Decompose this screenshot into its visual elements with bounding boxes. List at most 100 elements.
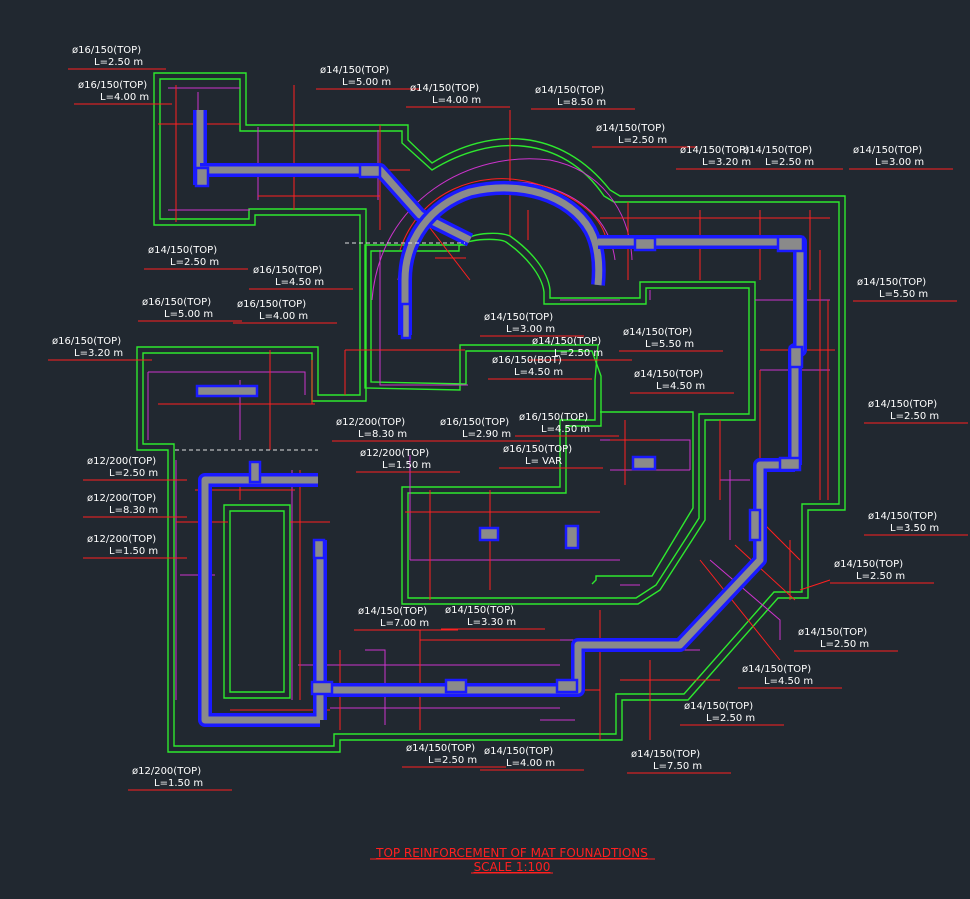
rebar-label-length: L=2.90 m [462,429,511,440]
rebar-label-bar: ø14/150(TOP) [857,277,926,288]
rebar-lines [158,85,835,740]
rebar-label-bar: ø12/200(TOP) [87,456,156,467]
rebar-label-length: L=8.50 m [557,97,606,108]
rebar-label-bar: ø12/200(TOP) [336,417,405,428]
rebar-label-length: L=8.30 m [358,429,407,440]
rebar-label-bar: ø12/200(TOP) [132,766,201,777]
rebar-label-length: L=5.00 m [164,309,213,320]
rebar-label-bar: ø14/150(TOP) [634,369,703,380]
column-stubs [194,163,805,696]
rebar-label-bar: ø16/150(TOP) [142,297,211,308]
drawing-scale: SCALE 1:100 [474,860,551,874]
rebar-label-bar: ø14/150(TOP) [532,336,601,347]
rebar-label-bar: ø14/150(TOP) [798,627,867,638]
rebar-label: ø16/150(TOP)L= VAR [499,444,603,469]
rebar-label: ø14/150(TOP)L=2.50 m [830,559,934,584]
rebar-label: ø14/150(TOP)L=7.00 m [354,606,458,631]
rebar-label-bar: ø16/150(TOP) [52,336,121,347]
rebar-label: ø16/150(TOP)L=4.50 m [249,265,353,290]
slab-outline-north [136,72,846,753]
rebar-label-bar: ø14/150(TOP) [596,123,665,134]
rebar-label: ø14/150(TOP)L=2.50 m [680,701,784,726]
rebar-label: ø14/150(TOP)L=3.50 m [864,511,968,536]
rebar-label: ø14/150(TOP)L=4.50 m [738,664,842,689]
rebar-label: ø12/200(TOP)L=1.50 m [128,766,232,791]
rebar-label-length: L=4.00 m [432,95,481,106]
rebar-label-length: L=2.50 m [94,57,143,68]
rebar-label-length: L=2.50 m [890,411,939,422]
rebar-label-bar: ø14/150(TOP) [445,605,514,616]
rebar-label-bar: ø14/150(TOP) [148,245,217,256]
rebar-label-bar: ø14/150(TOP) [742,664,811,675]
rebar-label-length: L=1.50 m [154,778,203,789]
rebar-label-bar: ø12/200(TOP) [360,448,429,459]
rebar-label: ø16/150(TOP)L=3.20 m [48,336,152,361]
rebar-label: ø16/150(TOP)L=5.00 m [138,297,242,322]
rebar-label-bar: ø14/150(TOP) [743,145,812,156]
rebar-label-bar: ø14/150(TOP) [410,83,479,94]
rebar-label-length: L=4.50 m [541,424,590,435]
rebar-label-bar: ø12/200(TOP) [87,534,156,545]
rebar-label: ø14/150(TOP)L=2.50 m [592,123,696,148]
rebar-label-bar: ø16/150(BOT) [492,355,562,366]
rebar-label-length: L=3.20 m [702,157,751,168]
rebar-label-length: L=2.50 m [109,468,158,479]
rebar-label-bar: ø14/150(TOP) [684,701,753,712]
slab-opening-left [223,504,291,699]
rebar-label: ø16/150(TOP)L=4.00 m [233,299,337,324]
rebar-label: ø14/150(TOP)L=2.50 m [739,145,843,170]
rebar-label-length: L=4.50 m [656,381,705,392]
rebar-label-length: L=3.30 m [467,617,516,628]
rebar-label-bar: ø16/150(TOP) [440,417,509,428]
rebar-label-length: L=5.00 m [342,77,391,88]
rebar-label: ø14/150(TOP)L=5.50 m [619,327,723,352]
rebar-label-length: L=2.50 m [554,348,603,359]
rebar-label-bar: ø14/150(TOP) [320,65,389,76]
rebar-label: ø12/200(TOP)L=8.30 m [83,493,187,518]
rebar-label-length: L=4.00 m [100,92,149,103]
rebar-label: ø14/150(TOP)L=3.00 m [480,312,584,337]
rebar-label-bar: ø16/150(TOP) [237,299,306,310]
rebar-label: ø16/150(BOT)L=4.50 m [488,355,592,380]
rebar-label: ø14/150(TOP)L=3.30 m [441,605,545,630]
rebar-label-bar: ø14/150(TOP) [406,743,475,754]
rebar-label-bar: ø14/150(TOP) [484,312,553,323]
rebar-label-length: L=4.50 m [275,277,324,288]
rebar-label-length: L=4.00 m [259,311,308,322]
rebar-label-length: L=1.50 m [109,546,158,557]
rebar-label-length: L=3.00 m [506,324,555,335]
rebar-label-length: L=4.50 m [514,367,563,378]
rebar-label-bar: ø16/150(TOP) [78,80,147,91]
rebar-label-bar: ø14/150(TOP) [868,511,937,522]
rebar-label: ø14/150(TOP)L=5.50 m [853,277,957,302]
rebar-label-bar: ø14/150(TOP) [358,606,427,617]
rebar-label: ø14/150(TOP)L=8.50 m [531,85,635,110]
rebar-label-bar: ø14/150(TOP) [680,145,749,156]
rebar-label: ø14/150(TOP)L=3.00 m [849,145,953,170]
rebar-label-bar: ø16/150(TOP) [72,45,141,56]
rebar-label: ø12/200(TOP)L=2.50 m [83,456,187,481]
rebar-label-length: L= VAR [525,456,562,467]
rebar-label-length: L=2.50 m [820,639,869,650]
rebar-label: ø12/200(TOP)L=8.30 m [332,417,436,442]
rebar-label: ø14/150(TOP)L=2.50 m [794,627,898,652]
rebar-label-length: L=3.50 m [890,523,939,534]
rebar-label: ø16/150(TOP)L=4.50 m [515,412,619,437]
rebar-label-bar: ø14/150(TOP) [868,399,937,410]
rebar-label-bar: ø16/150(TOP) [519,412,588,423]
rebar-label-length: L=2.50 m [618,135,667,146]
rebar-label-length: L=2.50 m [765,157,814,168]
rebar-label-bar: ø14/150(TOP) [623,327,692,338]
rebar-label-bar: ø12/200(TOP) [87,493,156,504]
rebar-label: ø12/200(TOP)L=1.50 m [83,534,187,559]
rebar-label: ø14/150(TOP)L=5.00 m [316,65,420,90]
rebar-label-bar: ø14/150(TOP) [484,746,553,757]
rebar-label-length: L=3.20 m [74,348,123,359]
rebar-label-length: L=4.50 m [764,676,813,687]
rebar-label-length: L=5.50 m [645,339,694,350]
rebar-label-length: L=8.30 m [109,505,158,516]
rebar-label-bar: ø16/150(TOP) [503,444,572,455]
rebar-label-length: L=7.50 m [653,761,702,772]
rebar-label: ø16/150(TOP)L=4.00 m [74,80,172,105]
